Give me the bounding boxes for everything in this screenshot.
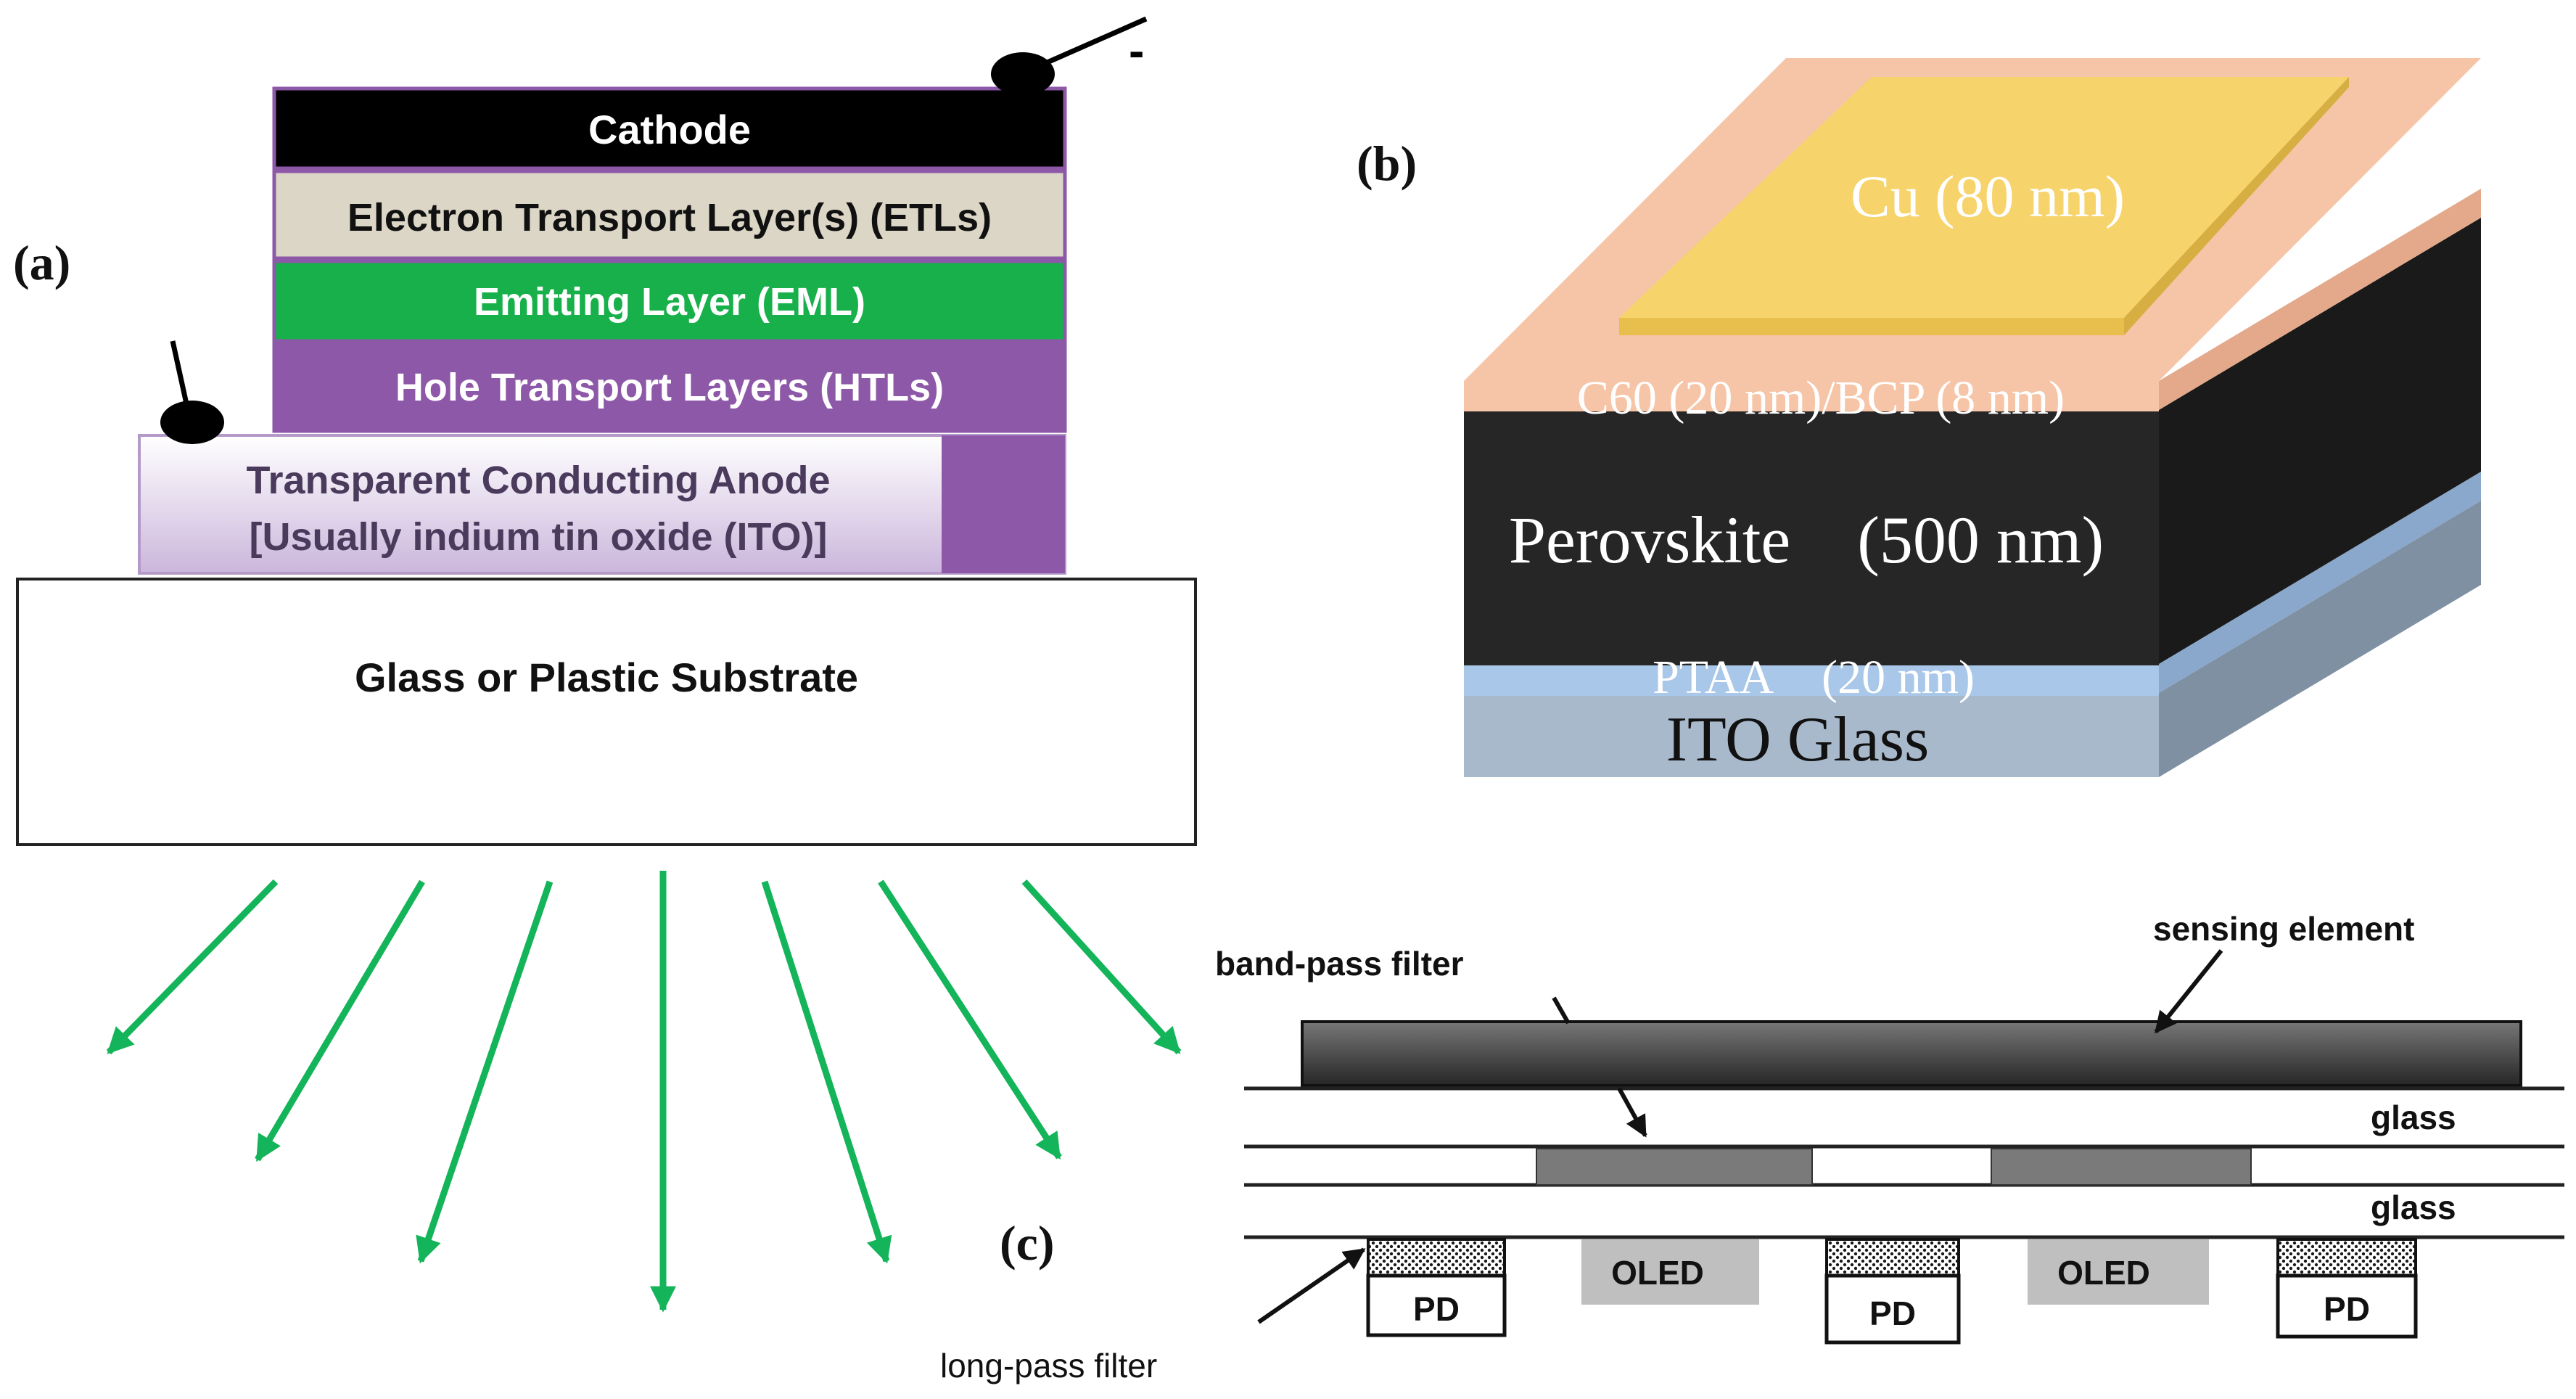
- panel-c-label: (c): [1000, 1215, 1054, 1271]
- band-pass-label: band-pass filter: [1215, 945, 1464, 982]
- anode-label-line2: [Usually indium tin oxide (ITO)]: [249, 515, 827, 559]
- photodiode: [2276, 1273, 2418, 1339]
- panel-c: (c) band-pass filter sensing element gla…: [940, 910, 2564, 1384]
- light-ray: [761, 880, 892, 1264]
- long-pass-pointer: [1257, 1247, 1366, 1324]
- cathode-label: Cathode: [588, 107, 751, 152]
- ito-glass-front: [1464, 693, 2159, 777]
- cathode-contact-icon: [991, 52, 1055, 96]
- cu-label: Cu (80 nm): [1851, 163, 2125, 229]
- cu-pad-front: [1619, 318, 2124, 335]
- photodiode: [1366, 1273, 1507, 1337]
- anode-contact-block: [942, 435, 1065, 573]
- oled-block: [1581, 1239, 1759, 1305]
- c60-bcp-side: [2159, 189, 2481, 410]
- panel-a: (a) Cathode Electron Transport Layer(s) …: [13, 16, 1197, 1313]
- long-pass-filter: [1367, 1238, 1506, 1277]
- band-pass-filter-segment: [1536, 1148, 1813, 1186]
- perovskite-front: [1464, 410, 2159, 665]
- sensing-element-label: sensing element: [2153, 910, 2414, 948]
- ptaa-side: [2159, 472, 2481, 693]
- photodiode: [1824, 1273, 1961, 1345]
- light-ray: [106, 879, 279, 1055]
- ptaa-label: PTAA (20 nm): [1653, 651, 1975, 704]
- glass-bottom-label: glass: [2371, 1189, 2456, 1226]
- pd-label: PD: [1413, 1290, 1460, 1328]
- substrate-label: Glass or Plastic Substrate: [355, 655, 858, 700]
- sensing-element: [1301, 1020, 2522, 1087]
- perovskite-side: [2159, 218, 2481, 664]
- light-ray: [416, 880, 554, 1264]
- panel-b-label: (b): [1357, 136, 1417, 191]
- long-pass-filter: [2276, 1238, 2417, 1277]
- cathode-wire: [1036, 16, 1148, 70]
- htl-layer: [272, 342, 1067, 433]
- anode-contact-icon: [160, 401, 224, 444]
- anode-layer: [138, 434, 1066, 575]
- panel-b: (b) Cu (80 nm) C60 (20 nm)/BCP (8 nm) Pe…: [1357, 58, 2481, 777]
- substrate-layer: [16, 578, 1197, 846]
- anode-label-line1: Transparent Conducting Anode: [246, 459, 830, 502]
- etl-layer: [272, 169, 1067, 260]
- eml-layer: [272, 259, 1067, 343]
- panel-a-label: (a): [13, 235, 70, 290]
- ptaa-front: [1464, 664, 2159, 696]
- long-pass-filter: [1825, 1238, 1960, 1277]
- cu-pad-top: [1619, 77, 2349, 318]
- htl-label: Hole Transport Layers (HTLs): [395, 366, 944, 409]
- band-pass-pointer: [1552, 996, 1571, 1025]
- minus-sign: -: [1129, 25, 1144, 77]
- band-pass-filter-segment: [1991, 1148, 2252, 1186]
- eml-label: Emitting Layer (EML): [474, 280, 865, 324]
- etl-label: Electron Transport Layer(s) (ETLs): [347, 196, 992, 239]
- cathode-layer: [272, 86, 1067, 171]
- oled-block: [2028, 1239, 2209, 1305]
- anode-wire: [170, 340, 192, 414]
- cu-pad-side: [2124, 77, 2349, 335]
- light-ray: [255, 879, 425, 1162]
- long-pass-label: long-pass filter: [940, 1347, 1157, 1384]
- ito-glass-side: [2159, 501, 2481, 777]
- perovskite-label: Perovskite (500 nm): [1509, 503, 2104, 577]
- light-ray: [1021, 879, 1182, 1055]
- oled-label: OLED: [1611, 1254, 1704, 1292]
- light-rays: [106, 871, 1182, 1313]
- oled-label: OLED: [2057, 1254, 2150, 1292]
- ito-glass-label: ITO Glass: [1666, 705, 1930, 775]
- sensing-element-pointer: [2154, 949, 2223, 1034]
- band-pass-pointer: [1617, 1087, 1647, 1138]
- pd-label: PD: [1869, 1295, 1916, 1332]
- pd-label: PD: [2324, 1290, 2370, 1328]
- light-ray: [878, 879, 1062, 1160]
- glass-top-label: glass: [2371, 1099, 2456, 1136]
- c60-bcp-front: [1464, 381, 2159, 411]
- c60-bcp-label: C60 (20 nm)/BCP (8 nm): [1577, 372, 2065, 424]
